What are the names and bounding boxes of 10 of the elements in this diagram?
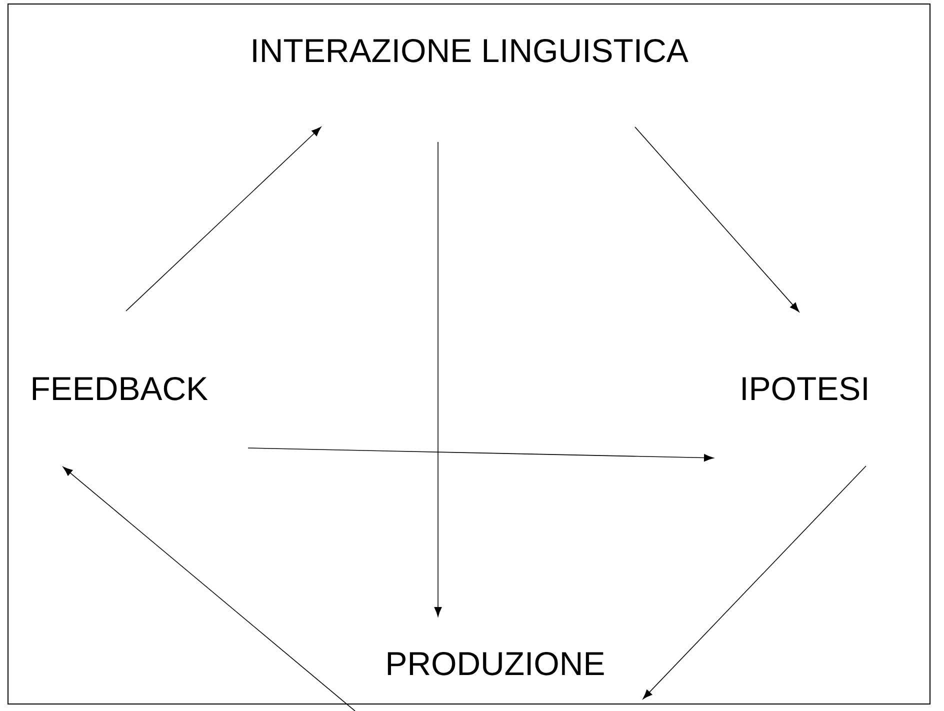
node-label: FEEDBACK [32, 376, 208, 400]
arrow [642, 466, 866, 700]
arrow [126, 126, 322, 312]
arrow [248, 448, 714, 462]
node-label: INTERAZIONE LINGUISTICA [253, 38, 688, 62]
arrow [62, 466, 356, 711]
arrow [634, 126, 800, 312]
node-label: IPOTESI [742, 376, 867, 400]
arrow [434, 142, 442, 617]
node-label: PRODUZIONE [388, 652, 604, 676]
